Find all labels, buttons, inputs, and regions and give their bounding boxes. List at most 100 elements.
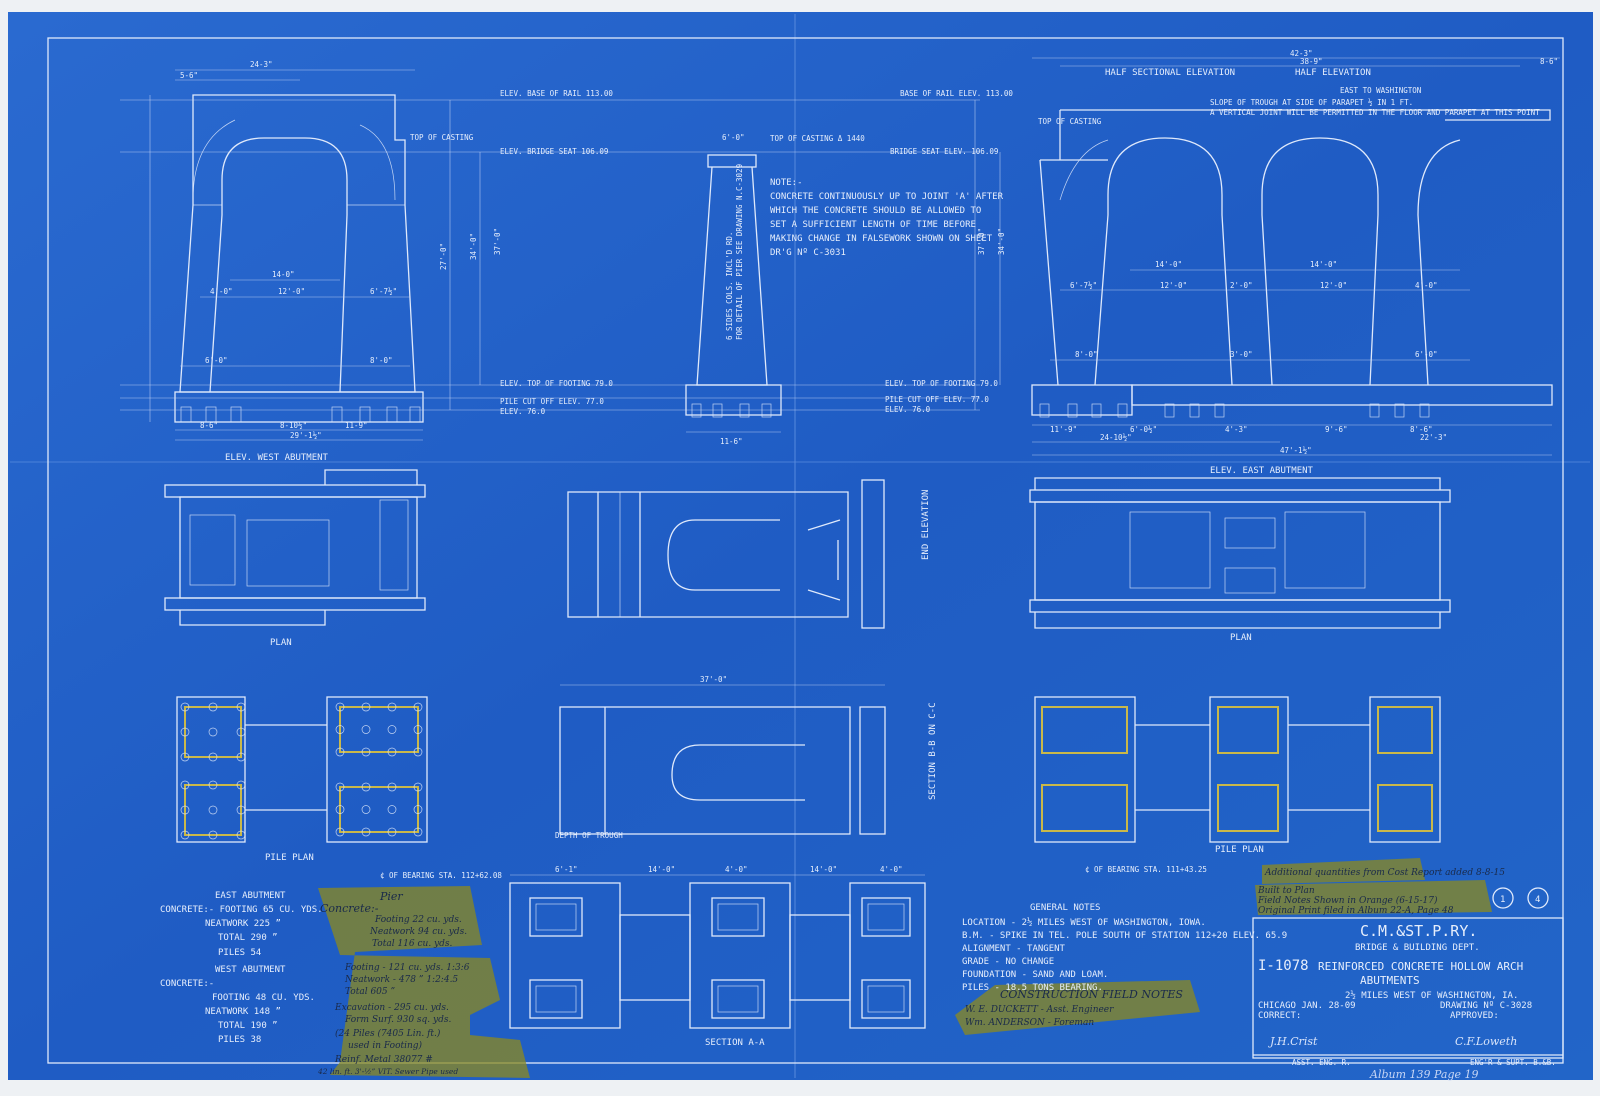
svg-text:Form Surf. 930 sq. yds.: Form Surf. 930 sq. yds. [344, 1015, 451, 1025]
pile-circle [180, 830, 190, 840]
svg-text:34'-0": 34'-0" [997, 228, 1006, 255]
svg-text:29'-1½": 29'-1½" [290, 431, 322, 440]
svg-text:EAST ABUTMENT: EAST ABUTMENT [215, 891, 286, 901]
pile-circle [361, 747, 371, 757]
pile-circle [208, 805, 218, 815]
svg-text:PILES 54: PILES 54 [218, 948, 261, 958]
drawing-title-1: REINFORCED CONCRETE HOLLOW ARCH [1318, 960, 1523, 973]
svg-text:TOTAL 190 ”: TOTAL 190 ” [218, 1021, 278, 1031]
svg-text:4: 4 [1535, 895, 1540, 905]
west-abutment-elevation: 24-3" 5-6" 29'-1½" 8-6" 8-10½" 11-9" 14-… [149, 60, 424, 463]
svg-text:22'-3": 22'-3" [1420, 433, 1447, 442]
svg-text:42-3": 42-3" [1290, 49, 1313, 58]
elevation-lines: ELEV. BASE OF RAIL 113.00 BASE OF RAIL E… [120, 89, 1102, 416]
station-right: ¢ OF BEARING STA. 111+43.25 [1085, 865, 1207, 874]
svg-text:14'-0": 14'-0" [648, 865, 675, 874]
svg-text:14'-0": 14'-0" [810, 865, 837, 874]
svg-text:8'-0": 8'-0" [1075, 350, 1098, 359]
pile-circle [361, 702, 371, 712]
svg-text:Pier: Pier [379, 890, 403, 903]
svg-text:PILES 38: PILES 38 [218, 1035, 261, 1045]
svg-text:Total 116 cu. yds.: Total 116 cu. yds. [372, 939, 453, 949]
east-pile-plan-label: PILE PLAN [1215, 845, 1264, 855]
half-elevation-label: HALF ELEVATION [1295, 68, 1371, 78]
department: BRIDGE & BUILDING DEPT. [1355, 943, 1480, 953]
east-abutment-label: ELEV. EAST ABUTMENT [1210, 466, 1314, 476]
svg-text:8-6": 8-6" [1540, 57, 1558, 66]
svg-text:Built to Plan: Built to Plan [1257, 886, 1315, 896]
svg-text:6'-7½": 6'-7½" [1070, 281, 1097, 290]
svg-text:37'-0": 37'-0" [700, 675, 727, 684]
svg-text:4'-0": 4'-0" [1415, 281, 1438, 290]
top-footing-left: ELEV. TOP OF FOOTING 79.0 [500, 379, 613, 388]
svg-text:24-10½": 24-10½" [1100, 433, 1132, 442]
east-plan: PLAN [1029, 477, 1451, 643]
pile-circle [361, 827, 371, 837]
pile-circle [236, 780, 246, 790]
svg-text:Excavation - 295 cu. yds.: Excavation - 295 cu. yds. [334, 1003, 449, 1013]
west-plan: PLAN [164, 469, 426, 648]
elev76-right: ELEV. 76.0 [885, 405, 931, 414]
svg-text:used in Footing): used in Footing) [348, 1040, 423, 1051]
pile-circle [387, 725, 397, 734]
vertical-joint-note: A VERTICAL JOINT WILL BE PERMITTED IN TH… [1210, 108, 1540, 117]
svg-text:GENERAL NOTES: GENERAL NOTES [1030, 903, 1100, 913]
svg-text:6 SIDES COLS. INCL'D RD.: 6 SIDES COLS. INCL'D RD. [725, 232, 734, 340]
svg-text:ENG'R & SUPT. B.&B.: ENG'R & SUPT. B.&B. [1470, 1058, 1556, 1067]
pile-circle [387, 782, 397, 792]
svg-text:NEATWORK 225 ”: NEATWORK 225 ” [205, 919, 281, 929]
svg-text:14-0": 14-0" [272, 270, 295, 279]
pile-cutoff-right: PILE CUT OFF ELEV. 77.0 [885, 395, 989, 404]
pile-circle [208, 702, 218, 712]
svg-text:6'-1": 6'-1" [555, 865, 578, 874]
svg-text:Original Print filed in Album: Original Print filed in Album 22-A, Page… [1258, 906, 1454, 916]
bridge-seat-right: BRIDGE SEAT ELEV. 106.09 [890, 147, 998, 156]
svg-text:MAKING CHANGE IN FALSEWORK SHO: MAKING CHANGE IN FALSEWORK SHOWN ON SHEE… [770, 234, 993, 244]
printed-quantities: EAST ABUTMENT CONCRETE:- FOOTING 65 CU. … [160, 891, 323, 1045]
pile-circle [361, 782, 371, 792]
pile-circle [335, 725, 345, 734]
pier-elevation: 11-6" 6'-0" 6 SIDES COLS. INCL'D RD. FOR… [685, 133, 782, 446]
section-aa-label: SECTION A-A [705, 1038, 765, 1048]
svg-text:Reinf. Metal 38077 #: Reinf. Metal 38077 # [334, 1055, 433, 1065]
signature-engr: C.F.Loweth [1455, 1035, 1517, 1048]
svg-text:12'-0": 12'-0" [1160, 281, 1187, 290]
svg-text:GRADE - NO CHANGE: GRADE - NO CHANGE [962, 957, 1054, 967]
pile-circle [335, 805, 345, 814]
svg-text:8'-6": 8'-6" [1410, 425, 1433, 434]
svg-text:CONCRETE:-: CONCRETE:- [160, 979, 214, 989]
station-left: ¢ OF BEARING STA. 112+62.08 [380, 871, 502, 880]
pile-circle [413, 827, 423, 837]
svg-text:Neatwork - 478 ” 1:2:4.5: Neatwork - 478 ” 1:2:4.5 [344, 975, 458, 985]
svg-text:Footing 22 cu. yds.: Footing 22 cu. yds. [374, 915, 462, 925]
pile-circle [413, 747, 423, 757]
pile-circle [208, 830, 218, 840]
pile-circle [180, 727, 190, 737]
pile-circle [335, 702, 345, 712]
pile-circle [361, 805, 371, 814]
svg-text:8'-0": 8'-0" [370, 356, 393, 365]
svg-text:38-9": 38-9" [1300, 57, 1323, 66]
pile-circle [180, 752, 190, 762]
pile-circle [413, 725, 423, 734]
pile-circle [208, 752, 218, 762]
pile-circle [335, 782, 345, 792]
svg-text:NOTE:-: NOTE:- [770, 178, 803, 188]
drawing-date: CHICAGO JAN. 28-09 [1258, 1001, 1356, 1011]
svg-text:SET A SUFFICIENT LENGTH OF TIM: SET A SUFFICIENT LENGTH OF TIME BEFORE [770, 220, 976, 230]
svg-text:12'-0": 12'-0" [1320, 281, 1347, 290]
east-pile-plan: PILE PLAN [1034, 696, 1441, 855]
west-pile-plan: PILE PLAN [176, 696, 428, 863]
svg-text:5-6": 5-6" [180, 71, 198, 80]
svg-text:Field Notes Shown in Orange (6: Field Notes Shown in Orange (6-15-17) [1257, 895, 1438, 906]
top-casting-right: TOP OF CASTING [1038, 117, 1102, 126]
base-rail-right: BASE OF RAIL ELEV. 113.00 [900, 89, 1013, 98]
pile-circle [208, 780, 218, 790]
top-footing-right: ELEV. TOP OF FOOTING 79.0 [885, 379, 998, 388]
construction-field-notes: CONSTRUCTION FIELD NOTES W. E. DUCKETT -… [955, 980, 1200, 1035]
svg-text:PILES - 18.5 TONS BEARING.: PILES - 18.5 TONS BEARING. [962, 983, 1103, 993]
svg-text:CORRECT:: CORRECT: [1258, 1011, 1301, 1021]
svg-text:2'-0": 2'-0" [1230, 281, 1253, 290]
